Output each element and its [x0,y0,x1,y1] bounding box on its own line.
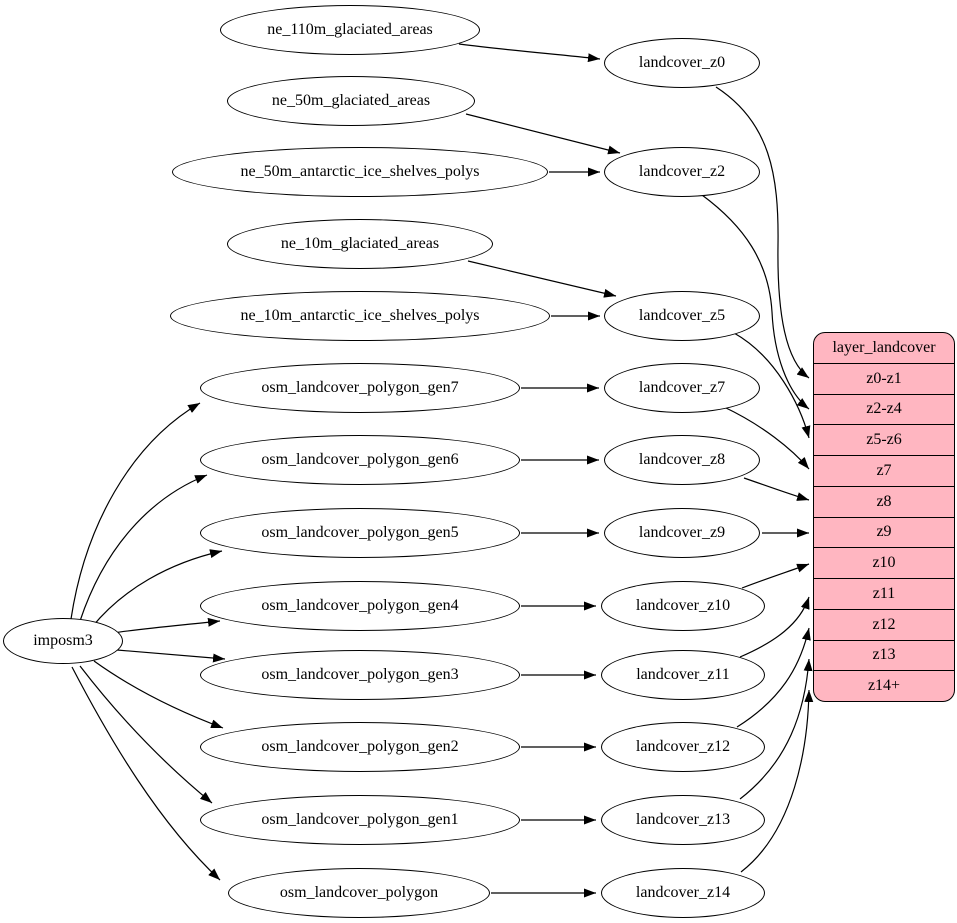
edge [715,86,810,379]
edge [79,474,208,622]
node-ne-10m-glaciated-areas: ne_10m_glaciated_areas [227,219,493,269]
node-landcover-z13: landcover_z13 [601,795,765,845]
node-landcover-z11: landcover_z11 [601,650,765,700]
edge [116,649,226,663]
node-ne-110m-glaciated-areas: ne_110m_glaciated_areas [220,5,480,55]
node-osm-landcover-polygon-gen6: osm_landcover_polygon_gen6 [200,435,520,485]
table-row-z11: z11 [814,578,954,609]
edge [743,477,810,501]
node-ne-10m-antarctic-ice-shelves-polys: ne_10m_antarctic_ice_shelves_polys [170,291,550,341]
node-osm-landcover-polygon-gen1: osm_landcover_polygon_gen1 [200,795,520,845]
node-ne-50m-antarctic-ice-shelves-polys: ne_50m_antarctic_ice_shelves_polys [172,147,548,197]
node-imposm3: imposm3 [3,618,123,664]
edge [736,627,811,728]
node-landcover-z14: landcover_z14 [601,868,765,918]
node-landcover-z2: landcover_z2 [604,147,760,197]
table-row-z0-z1: z0-z1 [814,362,954,394]
table-row-z8: z8 [814,485,954,517]
node-landcover-z9: landcover_z9 [604,508,760,558]
table-row-z13: z13 [814,639,954,671]
node-osm-landcover-polygon: osm_landcover_polygon [228,868,490,918]
node-landcover-z10: landcover_z10 [601,581,765,631]
table-row-z14plus: z14+ [814,670,954,701]
edge [701,194,810,410]
edge [458,43,601,63]
edge [467,260,617,298]
node-osm-landcover-polygon-gen4: osm_landcover_polygon_gen4 [200,581,520,631]
edge [740,689,814,873]
edge [739,658,813,800]
edge [733,332,811,439]
node-landcover-z8: landcover_z8 [604,435,760,485]
edge [741,563,810,589]
edge [71,666,221,881]
edge [723,406,810,470]
node-landcover-z12: landcover_z12 [601,722,765,772]
node-osm-landcover-polygon-gen7: osm_landcover_polygon_gen7 [200,363,520,413]
table-row-z7: z7 [814,455,954,486]
edge [465,113,621,155]
table-row-z9: z9 [814,516,954,548]
edge [93,660,224,729]
table-row-z2-z4: z2-z4 [814,393,954,425]
edge [79,665,213,804]
table-row-z10: z10 [814,547,954,578]
node-landcover-z7: landcover_z7 [604,363,760,413]
node-osm-landcover-polygon-gen2: osm_landcover_polygon_gen2 [200,722,520,772]
table-row-z5-z6: z5-z6 [814,424,954,455]
edge [70,402,201,620]
edge [739,596,810,658]
table-layer-landcover: layer_landcover z0-z1 z2-z4 z5-z6 z7 z8 … [813,332,955,702]
node-osm-landcover-polygon-gen3: osm_landcover_polygon_gen3 [200,650,520,700]
edge [91,549,223,628]
table-title: layer_landcover [832,338,936,356]
node-landcover-z0: landcover_z0 [604,38,760,88]
edge [111,617,221,634]
node-landcover-z5: landcover_z5 [604,291,760,341]
table-row-z12: z12 [814,608,954,640]
node-ne-50m-glaciated-areas: ne_50m_glaciated_areas [227,76,475,126]
node-osm-landcover-polygon-gen5: osm_landcover_polygon_gen5 [200,508,520,558]
